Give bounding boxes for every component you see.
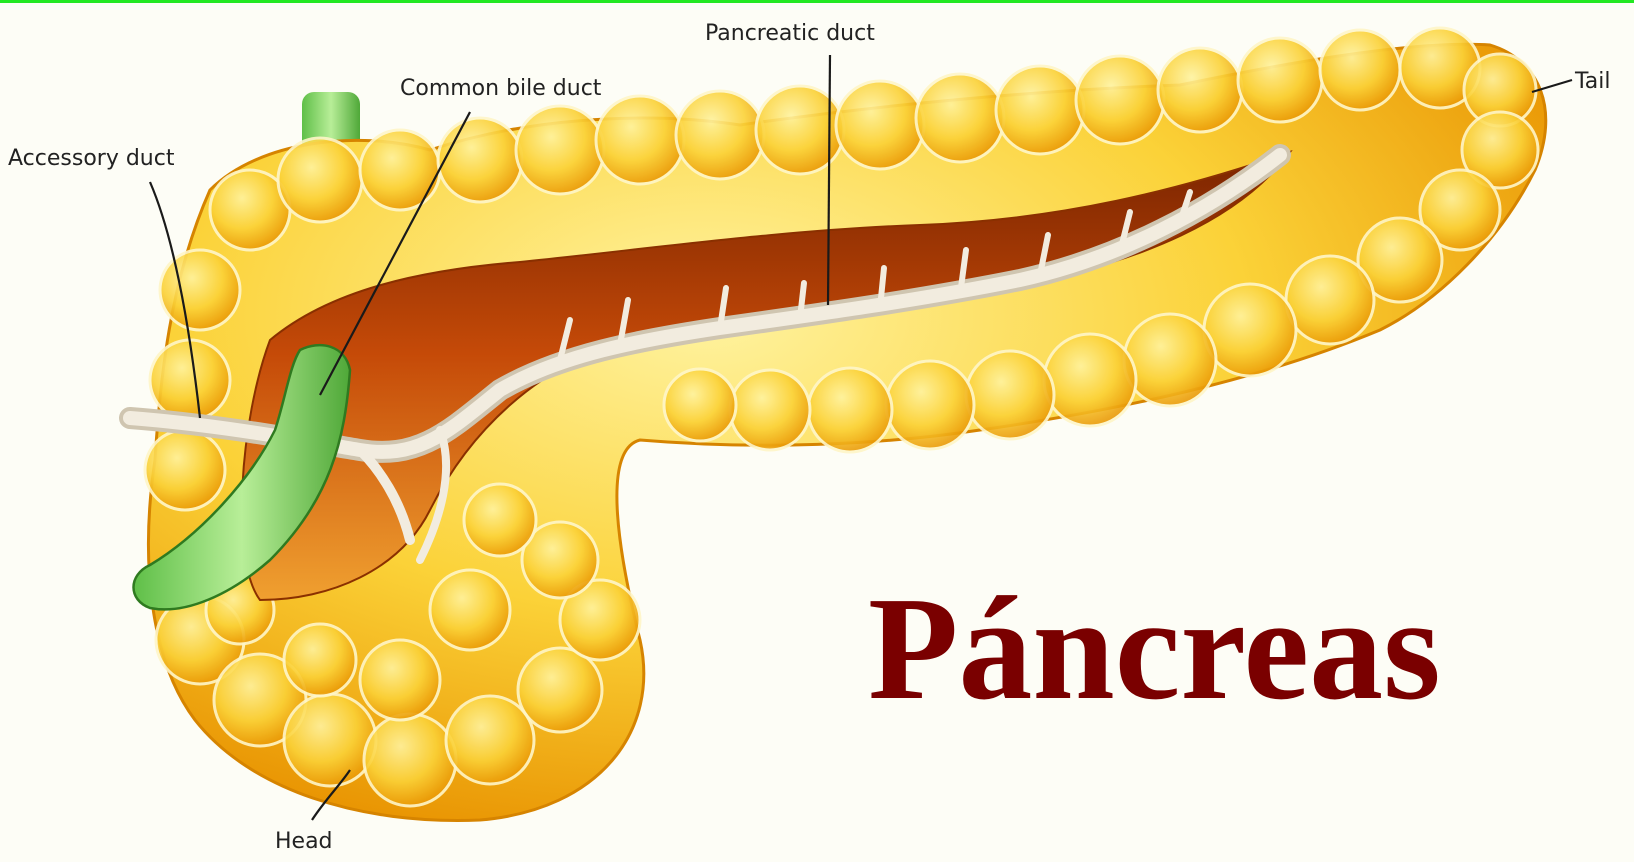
lobule bbox=[1076, 56, 1164, 144]
lobule bbox=[516, 106, 604, 194]
lobule bbox=[1044, 334, 1136, 426]
lobule bbox=[284, 624, 356, 696]
label-common-bile-duct: Common bile duct bbox=[400, 76, 602, 101]
lobule bbox=[360, 130, 440, 210]
lobule bbox=[150, 340, 230, 420]
lobule bbox=[966, 351, 1054, 439]
lobule bbox=[808, 368, 892, 452]
lobule bbox=[730, 370, 810, 450]
label-tail: Tail bbox=[1574, 69, 1611, 94]
lobule bbox=[996, 66, 1084, 154]
lobule bbox=[145, 430, 225, 510]
page-title: Páncreas bbox=[868, 575, 1441, 723]
lobule bbox=[284, 694, 376, 786]
label-head: Head bbox=[275, 829, 333, 854]
lobule bbox=[836, 81, 924, 169]
lobule bbox=[756, 86, 844, 174]
lobule bbox=[596, 96, 684, 184]
label-pancreatic-duct: Pancreatic duct bbox=[705, 21, 875, 46]
lobule bbox=[1158, 48, 1242, 132]
lobule bbox=[430, 570, 510, 650]
lobule bbox=[464, 484, 536, 556]
lobule bbox=[1238, 38, 1322, 122]
lobule bbox=[664, 369, 736, 441]
lobule bbox=[360, 640, 440, 720]
lobule bbox=[1124, 314, 1216, 406]
lobule bbox=[676, 91, 764, 179]
lobule bbox=[278, 138, 362, 222]
lobule bbox=[160, 250, 240, 330]
lobule bbox=[446, 696, 534, 784]
lobule bbox=[364, 714, 456, 806]
lobule bbox=[518, 648, 602, 732]
lobule bbox=[886, 361, 974, 449]
lobule bbox=[1204, 284, 1296, 376]
lobule bbox=[1320, 30, 1400, 110]
lobule bbox=[438, 118, 522, 202]
lobule bbox=[916, 74, 1004, 162]
label-accessory-duct: Accessory duct bbox=[8, 146, 175, 171]
lobule bbox=[1286, 256, 1374, 344]
